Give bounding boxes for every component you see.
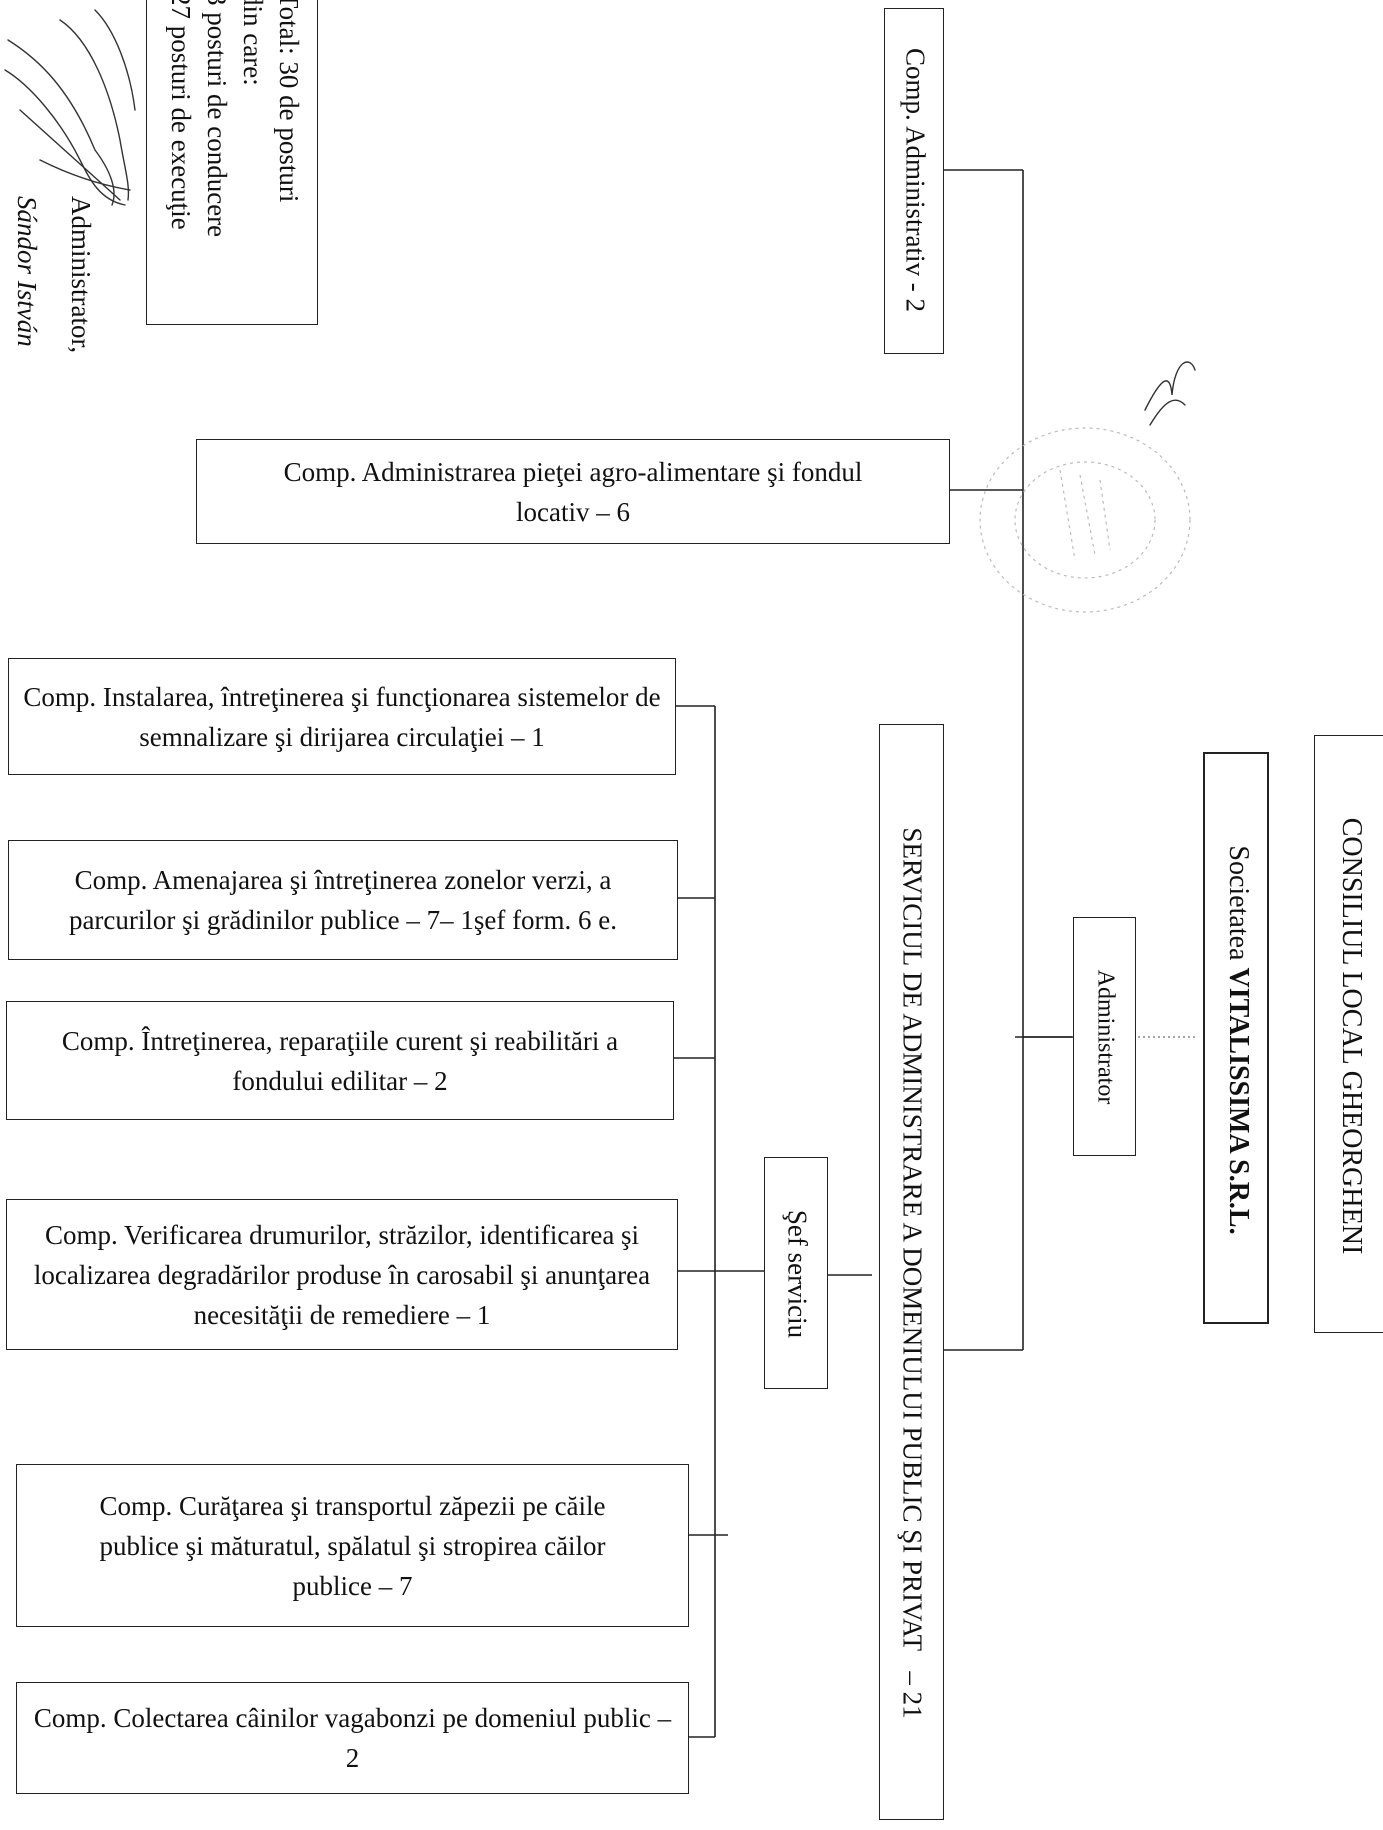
comp-semnalizare-label: Comp. Instalarea, întreţinerea şi funcţi… [23, 681, 661, 752]
sef-serviciu-box: Şef serviciu [764, 1157, 828, 1389]
comp-zone-verzi-label: Comp. Amenajarea şi întreţinerea zonelor… [68, 865, 618, 935]
comp-zapada-label: Comp. Curăţarea şi transportul zăpezii p… [99, 1490, 606, 1601]
comp-piata-label: Comp. Administrarea pieţei agro-alimenta… [283, 456, 863, 527]
comp-piata-box: Comp. Administrarea pieţei agro-alimenta… [196, 439, 950, 544]
comp-zone-verzi-box: Comp. Amenajarea şi întreţinerea zonelor… [8, 840, 678, 960]
comp-fond-edilitar-label: Comp. Întreţinerea, reparaţiile curent ş… [61, 1025, 619, 1096]
comp-drumuri-box: Comp. Verificarea drumurilor, străzilor,… [6, 1199, 678, 1350]
comp-zapada-box: Comp. Curăţarea şi transportul zăpezii p… [16, 1464, 689, 1627]
totals-box [146, 0, 318, 325]
comp-caini-label: Comp. Colectarea câinilor vagabonzi pe d… [33, 1703, 672, 1773]
comp-drumuri-label: Comp. Verificarea drumurilor, străzilor,… [33, 1219, 651, 1330]
council-box: CONSILIUL LOCAL GHEORGHENI [1314, 735, 1383, 1333]
service-box: SERVICIUL DE ADMINISTRARE A DOMENIULUI P… [879, 724, 944, 1820]
comp-administrativ-box: Comp. Administrativ - 2 [884, 8, 944, 354]
comp-fond-edilitar-box: Comp. Întreţinerea, reparaţiile curent ş… [6, 1001, 674, 1120]
administrator-box: Administrator [1073, 917, 1136, 1156]
company-box: Societatea VITALISSIMA S.R.L. [1203, 752, 1269, 1324]
comp-caini-box: Comp. Colectarea câinilor vagabonzi pe d… [16, 1682, 689, 1794]
initials-scribble [1144, 361, 1196, 426]
comp-semnalizare-box: Comp. Instalarea, întreţinerea şi funcţi… [8, 658, 676, 775]
